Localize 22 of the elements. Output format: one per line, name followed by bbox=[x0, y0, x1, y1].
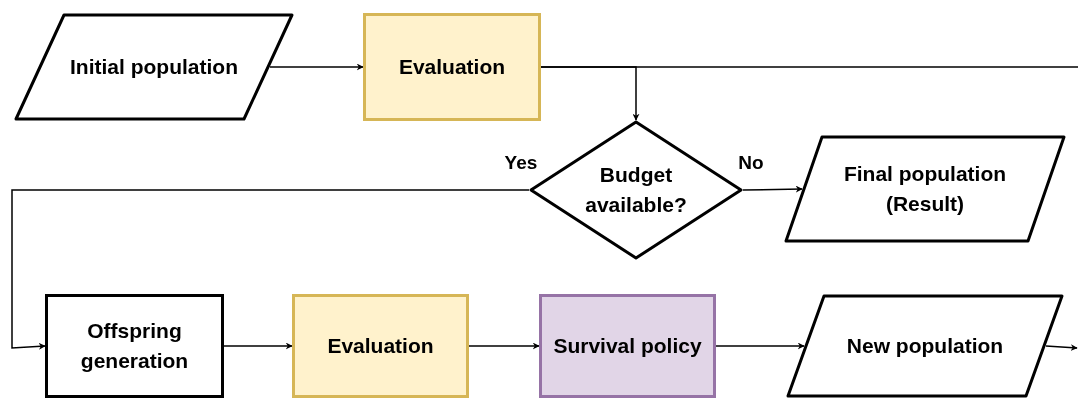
connector-arrow bbox=[269, 63, 364, 71]
node-label: Offspring generation bbox=[79, 318, 190, 374]
node-label: New population bbox=[846, 333, 1004, 359]
connector-arrow bbox=[11, 189, 530, 350]
connector-arrow bbox=[1045, 344, 1078, 352]
process-box bbox=[363, 13, 541, 121]
data-parallelogram bbox=[786, 294, 1064, 398]
node-label: Initial population bbox=[70, 54, 238, 80]
process-box bbox=[539, 294, 716, 398]
process-box bbox=[45, 294, 224, 398]
connector-arrow bbox=[223, 342, 293, 350]
data-parallelogram bbox=[784, 135, 1066, 243]
process-box bbox=[292, 294, 469, 398]
node-label: Survival policy bbox=[553, 333, 702, 359]
node-label: Budget available? bbox=[584, 162, 688, 218]
data-parallelogram bbox=[14, 13, 294, 121]
node-label: Evaluation bbox=[327, 333, 434, 359]
node-label: Evaluation bbox=[398, 54, 506, 80]
connector-arrow bbox=[742, 185, 803, 193]
connector-arrow bbox=[715, 342, 805, 350]
node-label: Final population (Result) bbox=[842, 161, 1008, 217]
connector-arrow bbox=[468, 342, 540, 350]
